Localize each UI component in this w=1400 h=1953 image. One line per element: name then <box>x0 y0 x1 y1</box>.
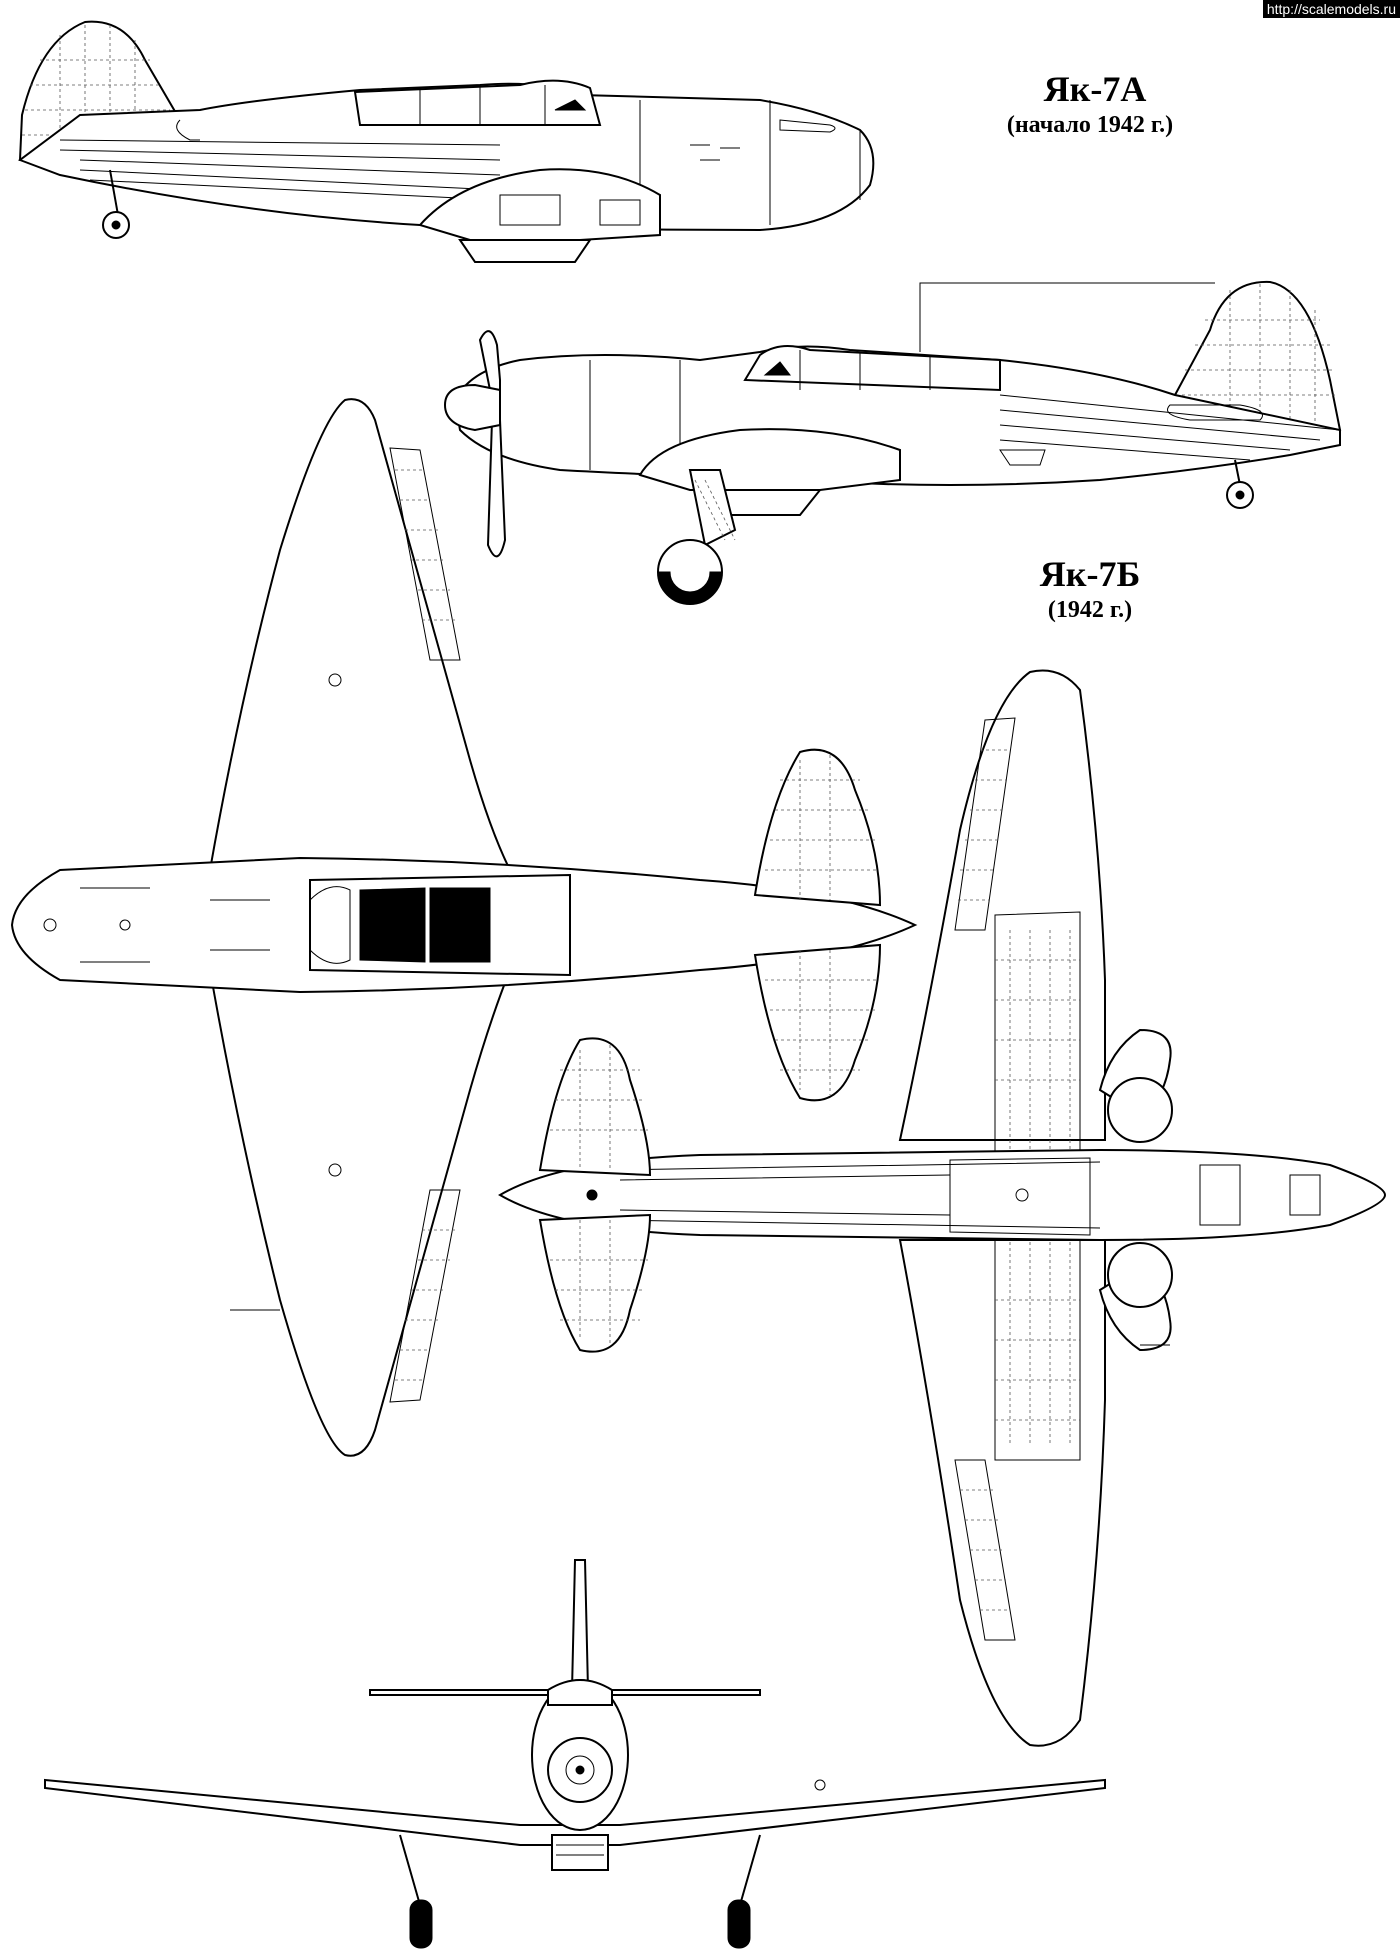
yak7b-subtitle: (1942 г.) <box>1047 597 1133 623</box>
side-view-yak7b <box>443 280 1342 605</box>
side-view-yak7a <box>17 20 875 263</box>
front-view <box>44 1559 1106 1949</box>
bottom-view <box>498 669 1387 1747</box>
top-view <box>10 398 918 1457</box>
watermark-url[interactable]: http://scalemodels.ru <box>1262 0 1400 18</box>
yak7a-subtitle: (начало 1942 г.) <box>1006 112 1174 138</box>
yak7b-title: Як-7Б <box>1039 554 1141 594</box>
yak7a-title: Як-7А <box>1043 69 1147 109</box>
